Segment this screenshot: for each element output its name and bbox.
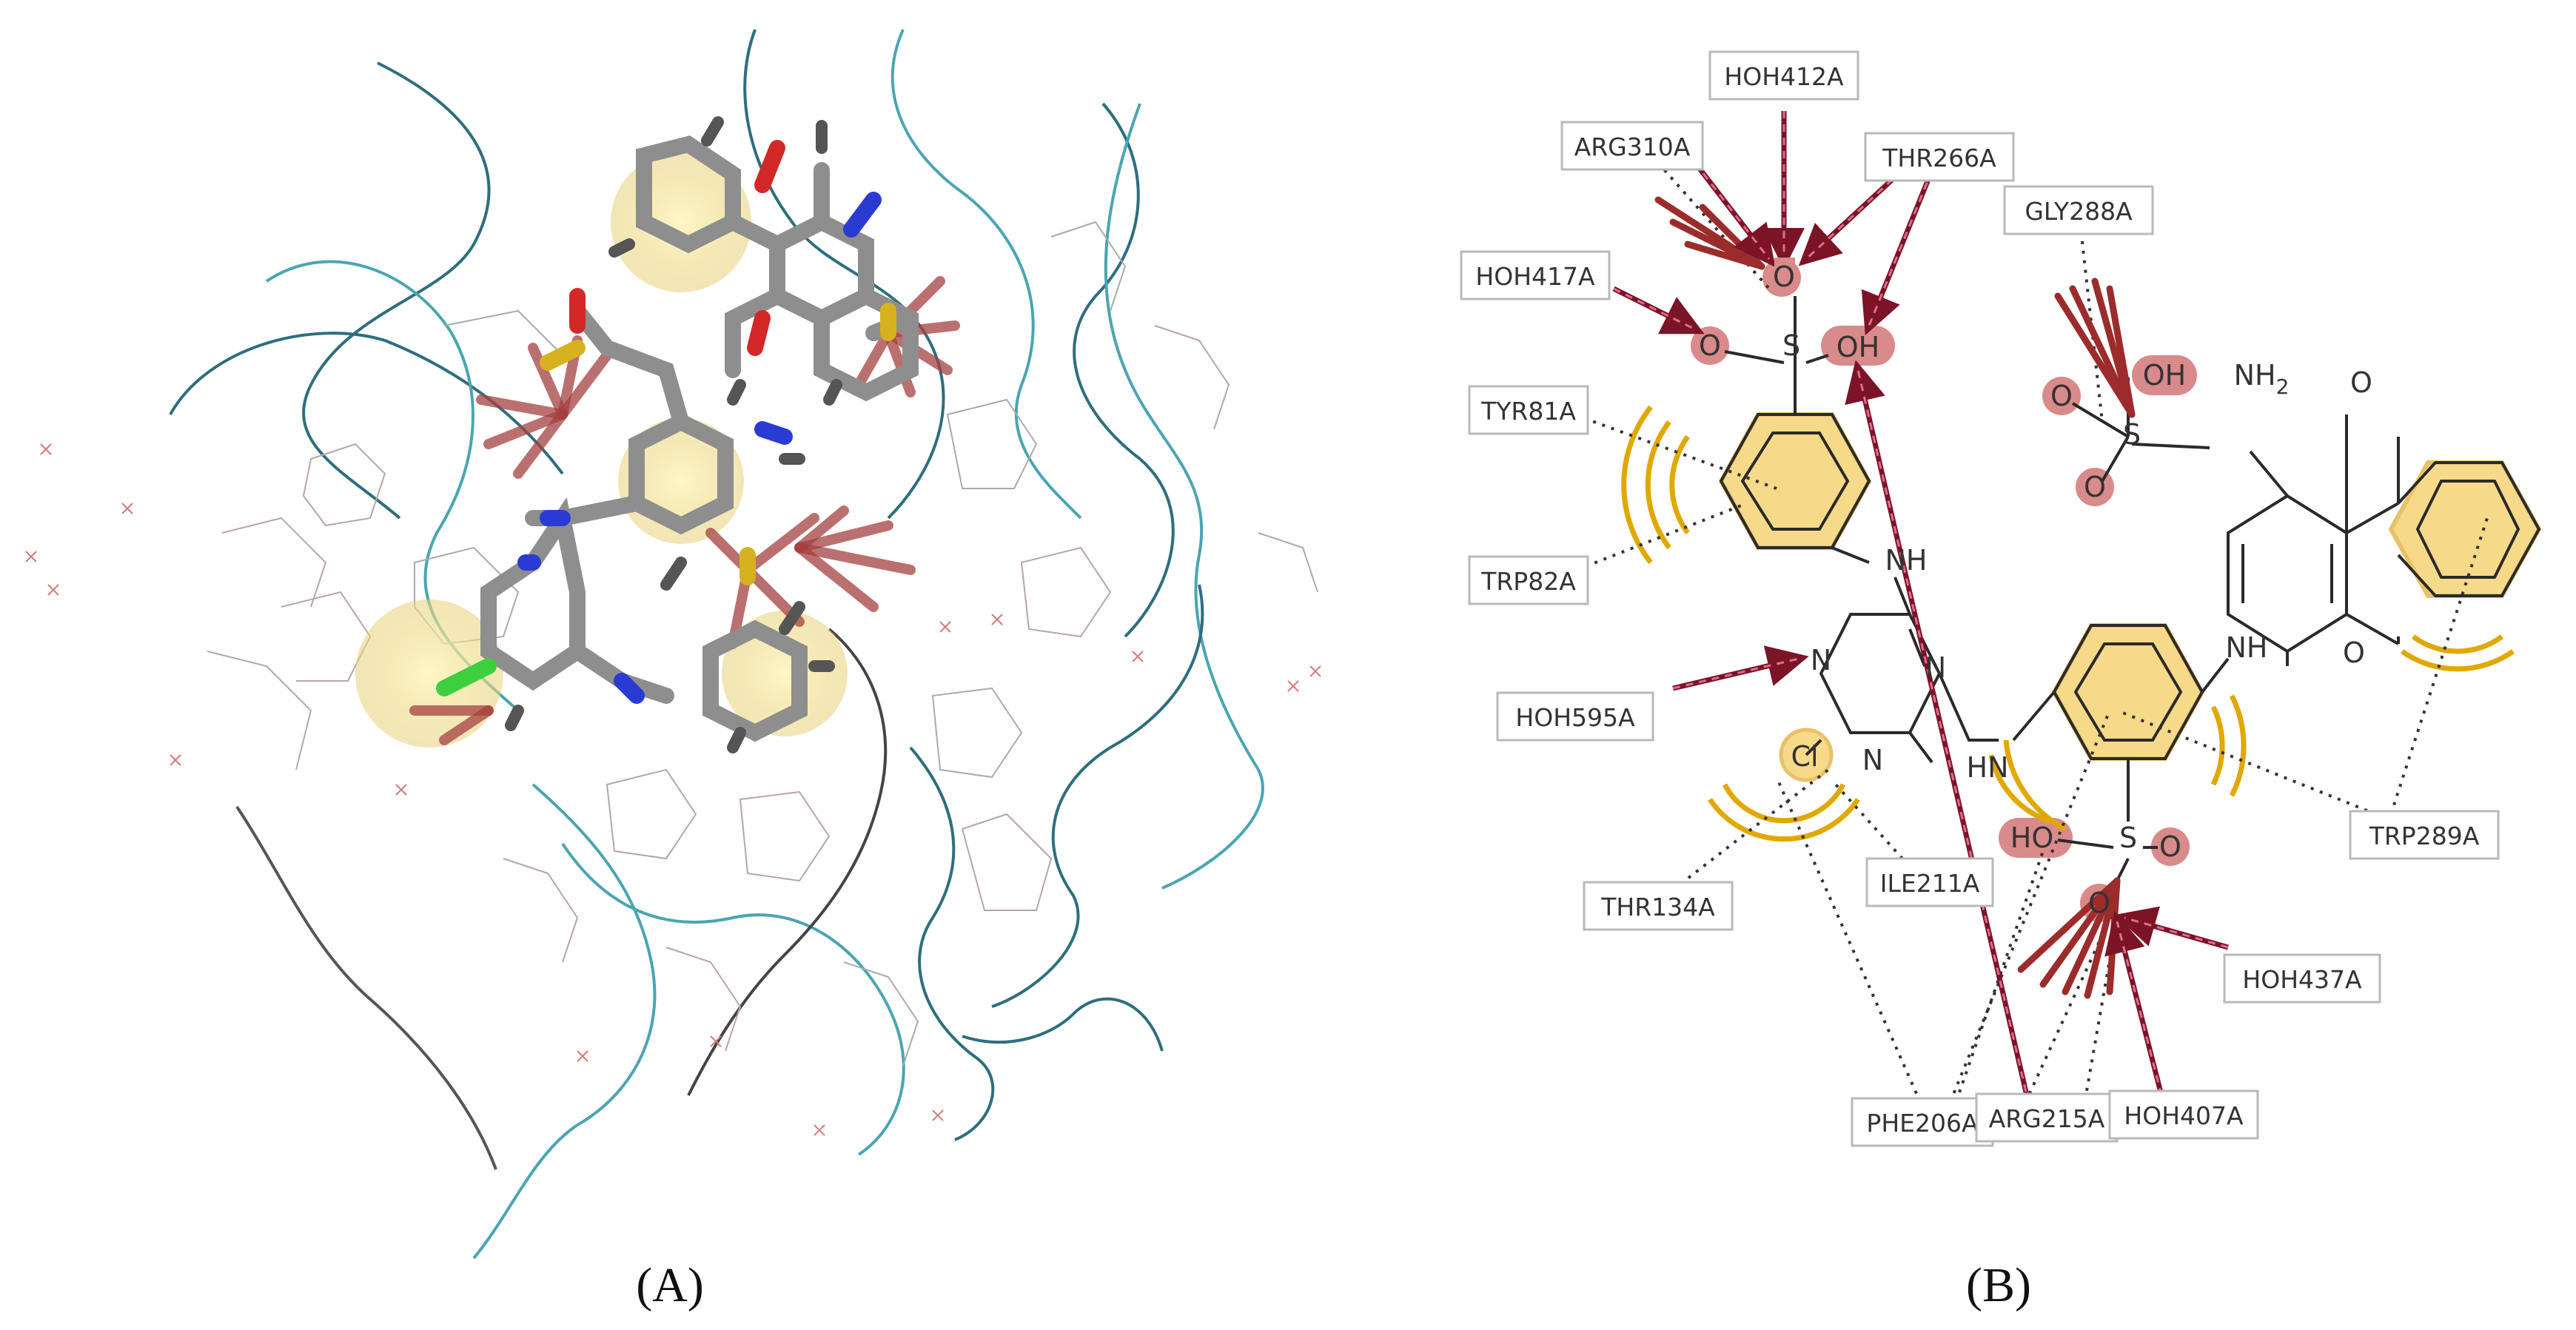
- atom-nh2: NH2: [2234, 359, 2290, 399]
- polar-highlight-o-left: [1691, 326, 1729, 365]
- svg-text:HOH595A: HOH595A: [1515, 703, 1635, 732]
- residue-label: TYR81A: [1468, 385, 1589, 435]
- hydrophobic-sphere: [722, 611, 848, 736]
- atom-nh-right: NH: [2226, 631, 2268, 664]
- atom-s-main: S: [1782, 329, 1800, 362]
- svg-text:HOH412A: HOH412A: [1724, 62, 1844, 91]
- residue-label: ARG310A: [1560, 121, 1704, 171]
- atom-o-lower-bottom: O: [2088, 887, 2110, 919]
- atom-s-top-right: S: [2123, 418, 2141, 451]
- panel-a-label: (A): [636, 1258, 704, 1312]
- svg-text:HOH407A: HOH407A: [2124, 1101, 2244, 1130]
- panel-b-label: (B): [1966, 1258, 2031, 1312]
- atom-n-triazine-left: N: [1811, 644, 1831, 676]
- atom-oh-sr: OH: [2143, 359, 2186, 392]
- svg-text:HOH437A: HOH437A: [2242, 965, 2362, 994]
- atom-n-triazine-bottom: N: [1862, 744, 1883, 776]
- residue-label: ARG215A: [1975, 1092, 2119, 1143]
- residue-label: TRP289A: [2349, 810, 2500, 860]
- atom-hn: HN: [1967, 751, 2009, 784]
- atom-o-lower-right: O: [2159, 830, 2181, 863]
- atom-o-sr-bottom: O: [2084, 471, 2106, 503]
- residue-label: ILE211A: [1865, 857, 1994, 907]
- polar-highlight-o-lower: [2151, 827, 2190, 866]
- contact-lines: [1576, 161, 2489, 1129]
- atom-o-top: O: [1773, 261, 1795, 293]
- svg-text:THR266A: THR266A: [1882, 144, 1996, 172]
- svg-text:ARG215A: ARG215A: [1989, 1104, 2105, 1133]
- ligand-stick-model: [436, 116, 919, 753]
- water-molecule-markers: [25, 443, 1321, 1136]
- atom-o-sr-left: O: [2050, 380, 2073, 412]
- residue-label: HOH412A: [1708, 50, 1859, 101]
- polar-highlight-oh: [1821, 326, 1895, 366]
- atom-cl: Cl: [1791, 740, 1818, 773]
- residue-label: THR134A: [1583, 881, 1734, 931]
- residue-label: HOH417A: [1460, 250, 1611, 300]
- atom-o-left: O: [1699, 329, 1721, 362]
- panel-a-structure-view: [25, 29, 1321, 1260]
- svg-text:THR134A: THR134A: [1600, 893, 1715, 921]
- atom-labels: O O S OH NH N N N Cl HN HO S O O S O O O…: [1699, 258, 2372, 919]
- polar-highlight-ho: [1999, 818, 2073, 858]
- protein-backbone-ribbons: [169, 29, 1264, 1260]
- ligand-2d-skeleton: [1719, 296, 2541, 889]
- residue-label: PHE206A: [1851, 1097, 1994, 1147]
- svg-text:GLY288A: GLY288A: [2025, 197, 2133, 226]
- polar-highlight-oh-sr: [2132, 355, 2197, 395]
- residue-label: THR266A: [1864, 132, 2015, 182]
- svg-text:PHE206A: PHE206A: [1866, 1109, 1979, 1138]
- atom-nh-upper: NH: [1885, 544, 1928, 577]
- residue-label: HOH407A: [2108, 1089, 2259, 1140]
- residue-label: GLY288A: [2003, 185, 2154, 235]
- residue-label: TRP82A: [1468, 555, 1589, 605]
- atom-oh-right: OH: [1837, 331, 1879, 363]
- svg-text:HOH417A: HOH417A: [1475, 262, 1595, 291]
- aromatic-ring-highlights: [1718, 412, 2542, 761]
- polar-highlight-o-sr-left: [2042, 377, 2081, 415]
- residue-label: HOH595A: [1496, 691, 1654, 742]
- svg-text:ILE211A: ILE211A: [1880, 869, 1980, 898]
- atom-ho: HO: [2010, 822, 2053, 854]
- residue-label: HOH437A: [2223, 953, 2381, 1004]
- svg-text:TRP289A: TRP289A: [2369, 822, 2480, 850]
- residue-labels: HOH412A ARG310A THR266A GLY288A HOH417A …: [1460, 50, 2500, 1147]
- svg-text:TYR81A: TYR81A: [1480, 397, 1576, 426]
- hydrogen-bond-arrows: [1612, 111, 2229, 1118]
- panel-b-interaction-map: O O S OH NH N N N Cl HN HO S O O S O O O…: [1460, 50, 2542, 1147]
- svg-text:TRP82A: TRP82A: [1480, 567, 1576, 596]
- svg-text:ARG310A: ARG310A: [1574, 132, 1691, 161]
- atom-s-lower: S: [2119, 822, 2137, 854]
- atom-n-triazine-right: N: [1925, 651, 1946, 684]
- hydrophobic-contact-arcs: [1621, 405, 2515, 842]
- atom-o-quinone-bottom: O: [2343, 637, 2365, 669]
- atom-o-quinone-top: O: [2350, 366, 2372, 399]
